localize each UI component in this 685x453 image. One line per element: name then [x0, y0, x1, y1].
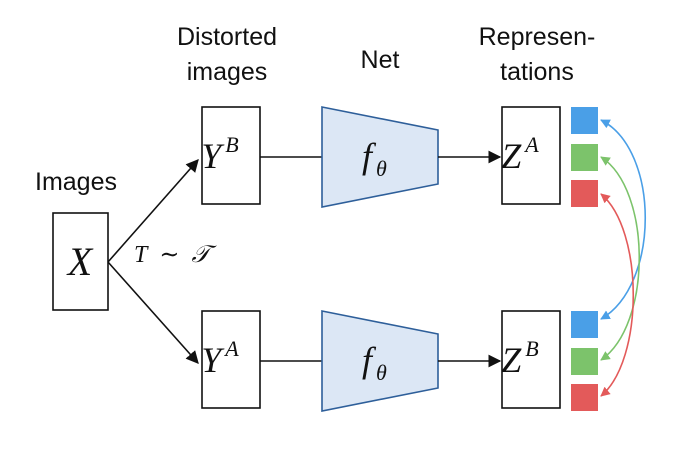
transform-dist: 𝒯 — [191, 242, 217, 268]
distorted-image-top-symbol: Y B — [201, 132, 238, 176]
distorted-image-top-box — [201, 106, 261, 205]
distorted-images-label-line1: Distorted — [177, 23, 277, 51]
encoder-network-top — [321, 106, 439, 208]
encoder-network-bottom — [321, 310, 439, 412]
correlation-arrow-green — [600, 156, 640, 361]
representations-label-line1: Represen- — [479, 23, 596, 51]
transform-sim: ∼ — [159, 242, 179, 268]
feature-bottom-green — [571, 348, 598, 375]
feature-top-green — [571, 144, 598, 171]
distorted-images-label-line2: images — [187, 58, 268, 86]
representation-top-box — [501, 106, 561, 205]
transform-label: T ∼ 𝒯 — [134, 242, 217, 268]
correlation-arrow-blue — [600, 119, 646, 320]
net-label: Net — [361, 46, 400, 74]
representations-label-line2: tations — [500, 58, 574, 86]
distorted-image-bottom-symbol: Y A — [201, 336, 239, 380]
input-image-symbol: X — [66, 239, 94, 284]
correlation-arrow-red — [600, 193, 635, 397]
feature-top-red — [571, 180, 598, 207]
representation-bottom-box — [501, 310, 561, 409]
arrow-to-top-branch — [107, 159, 199, 263]
feature-top-blue — [571, 107, 598, 134]
transform-t: T — [134, 242, 149, 268]
arrow-to-bottom-branch — [107, 261, 199, 364]
representation-top-symbol: Z A — [501, 132, 539, 176]
distorted-image-bottom-box — [201, 310, 261, 409]
representation-bottom-symbol: Z B — [501, 336, 538, 380]
input-image-box — [52, 212, 109, 311]
images-label: Images — [35, 168, 117, 196]
feature-bottom-red — [571, 384, 598, 411]
feature-bottom-blue — [571, 311, 598, 338]
